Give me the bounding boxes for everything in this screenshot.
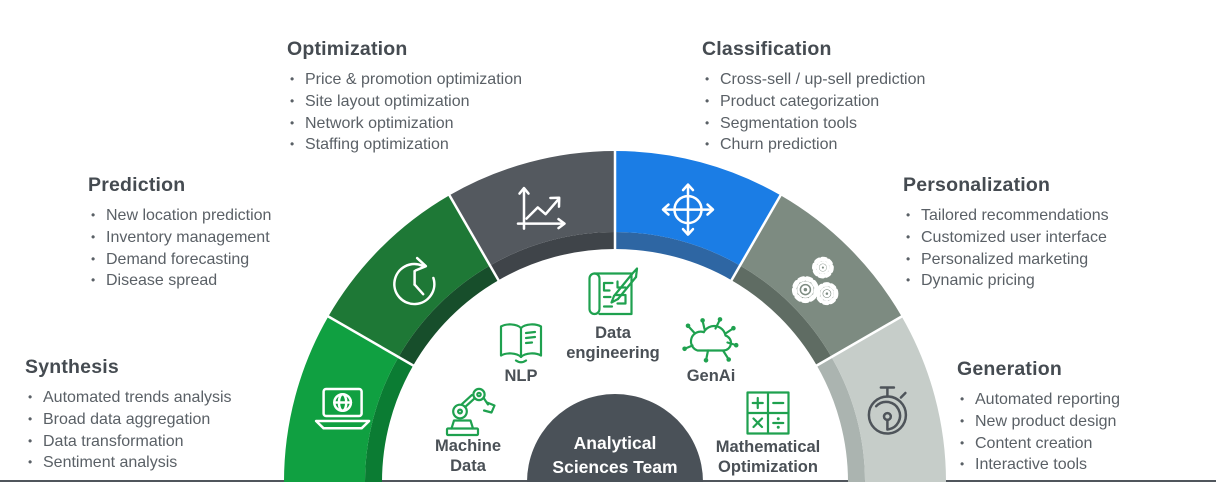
compass-move-icon [661, 183, 715, 236]
capability-item: Tailored recommendations [903, 205, 1109, 227]
inner-label-nlp: NLP [505, 367, 538, 387]
capability-item: Cross-sell / up-sell prediction [702, 69, 925, 91]
inner-label-line: Optimization [718, 457, 818, 476]
capability-item: Content creation [957, 433, 1120, 455]
capability-item: Dynamic pricing [903, 270, 1109, 292]
center-team-label-line: Sciences Team [552, 457, 678, 477]
capability-section-personalization: Personalization Tailored recommendations… [903, 174, 1109, 292]
cloud-network-icon [682, 316, 740, 371]
capability-item: Interactive tools [957, 454, 1120, 476]
capability-item: Network optimization [287, 113, 522, 135]
segment-separator [729, 193, 783, 282]
center-team-label-line: Analytical [573, 433, 657, 453]
center-semicircle [527, 394, 703, 482]
segment-optimization [449, 150, 615, 266]
gears-icon [791, 256, 839, 306]
stopwatch-icon [867, 386, 908, 435]
capability-title: Generation [957, 358, 1062, 380]
inner-label-genai: GenAi [687, 367, 736, 387]
capability-list: Cross-sell / up-sell prediction Product … [702, 69, 925, 156]
capability-title: Optimization [287, 38, 408, 60]
center-team-label: Analytical Sciences Team [552, 431, 677, 479]
capability-list: Automated reporting New product design C… [957, 389, 1120, 476]
segment-synthesis [284, 316, 399, 482]
open-book-icon [495, 322, 547, 369]
capability-item: Automated reporting [957, 389, 1120, 411]
capability-list: New location prediction Inventory manage… [88, 205, 271, 292]
inner-label-line: NLP [504, 367, 538, 385]
capability-list: Automated trends analysis Broad data agg… [25, 387, 232, 474]
segment-rim-optimization [490, 232, 615, 281]
inner-label-line: engineering [566, 343, 660, 362]
inner-label-line: Machine [434, 437, 502, 455]
capability-item: Broad data aggregation [25, 409, 232, 431]
capability-section-classification: Classification Cross-sell / up-sell pred… [702, 38, 925, 156]
segment-rim-personalization [731, 265, 832, 366]
capability-item: Disease spread [88, 270, 271, 292]
capability-item: Sentiment analysis [25, 452, 232, 474]
capability-item: Demand forecasting [88, 249, 271, 271]
capability-item: Personalized marketing [903, 249, 1109, 271]
chart-line-icon [516, 186, 566, 230]
capability-title: Personalization [903, 174, 1051, 196]
math-grid-icon [745, 390, 791, 441]
capability-section-generation: Generation Automated reporting New produ… [957, 358, 1120, 476]
segment-rim-synthesis [365, 357, 414, 482]
segment-classification [615, 151, 781, 266]
capability-list: Tailored recommendations Customized user… [903, 205, 1109, 292]
capability-item: Automated trends analysis [25, 387, 232, 409]
segment-rim-classification [615, 232, 740, 281]
laptop-globe-icon [314, 387, 371, 430]
capability-section-synthesis: Synthesis Automated trends analysis Broa… [25, 356, 232, 474]
capability-item: Churn prediction [702, 134, 925, 156]
blueprint-icon [587, 264, 639, 325]
inner-label-line: GenAi [686, 367, 736, 385]
inner-label-line: Mathematical [715, 438, 821, 456]
capability-title: Synthesis [25, 356, 119, 378]
capability-item: Price & promotion optimization [287, 69, 522, 91]
capability-item: Inventory management [88, 227, 271, 249]
capability-item: Site layout optimization [287, 91, 522, 113]
capability-section-optimization: Optimization Price & promotion optimizat… [287, 38, 522, 156]
capability-item: Customized user interface [903, 227, 1109, 249]
capability-section-prediction: Prediction New location prediction Inven… [88, 174, 271, 292]
segment-separator [326, 314, 415, 368]
inner-label-line: Data [595, 324, 631, 342]
capability-title: Prediction [88, 174, 186, 196]
inner-label-mathematical-optimization: Mathematical Optimization [716, 438, 821, 477]
capability-item: New product design [957, 411, 1120, 433]
segment-rim-prediction [398, 265, 499, 366]
capability-item: Staffing optimization [287, 134, 522, 156]
segment-prediction [328, 195, 490, 357]
capability-item: Segmentation tools [702, 113, 925, 135]
capability-item: Product categorization [702, 91, 925, 113]
capability-item: New location prediction [88, 205, 271, 227]
inner-label-machine-data: Machine Data [435, 437, 501, 476]
robot-arm-icon [438, 383, 498, 442]
segment-separator [815, 314, 904, 368]
clock-arrow-icon [393, 256, 436, 306]
capability-list: Price & promotion optimization Site layo… [287, 69, 522, 156]
segment-separator [447, 193, 501, 282]
segment-rim-generation [816, 357, 865, 482]
inner-label-data-engineering: Data engineering [566, 324, 660, 363]
capability-title: Classification [702, 38, 832, 60]
segment-generation [831, 316, 947, 482]
capability-item: Data transformation [25, 431, 232, 453]
inner-label-line: Data [450, 456, 486, 475]
